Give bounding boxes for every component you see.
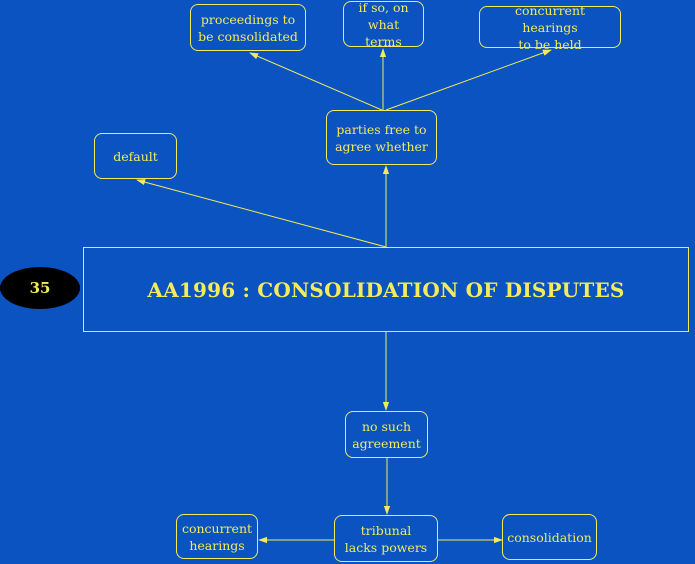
diagram-title: AA1996 : CONSOLIDATION OF DISPUTES <box>147 277 625 302</box>
node-parties-free-to-agree-whether: parties free to agree whether <box>326 110 437 165</box>
arrow-main-to-default <box>136 179 387 248</box>
node-tribunal-lacks-powers: tribunal lacks powers <box>334 515 438 562</box>
slide-number-badge: 35 <box>0 267 80 309</box>
node-concurrent-hearings: concurrent hearings <box>176 514 258 559</box>
node-consolidation: consolidation <box>502 514 597 560</box>
node-no-such-agreement: no such agreement <box>345 411 428 458</box>
node-proceedings-to-be-consolidated: proceedings to be consolidated <box>190 4 306 51</box>
node-if-so-on-what-terms: if so, on what terms <box>343 0 424 49</box>
diagram-title-box: AA1996 : CONSOLIDATION OF DISPUTES <box>83 247 689 332</box>
arrow-parties-to-proceedings <box>249 52 383 111</box>
arrow-parties-to-concurrent-held <box>385 49 552 111</box>
node-default: default <box>94 133 177 179</box>
node-concurrent-hearings-to-be-held: concurrent hearings to be held <box>479 3 621 52</box>
